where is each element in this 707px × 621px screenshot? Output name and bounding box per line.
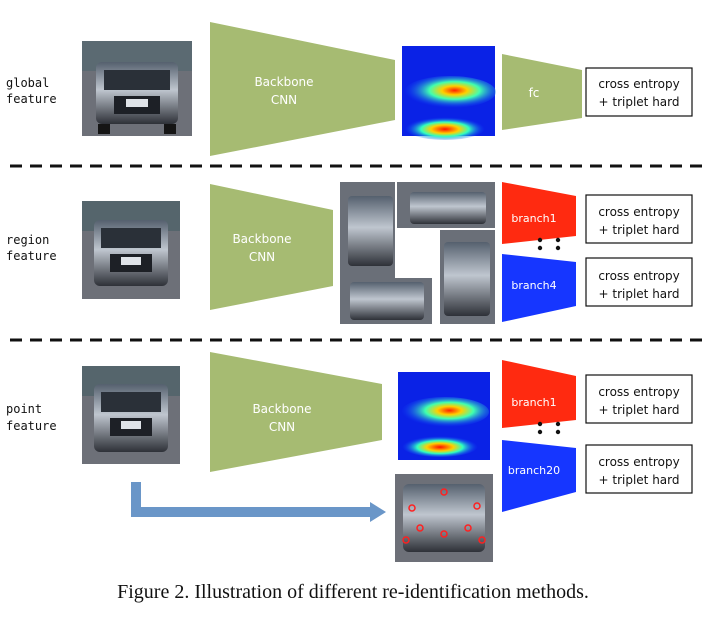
- loss-label-line2: + triplet hard: [599, 287, 680, 301]
- backbone-label-line1: Backbone: [254, 75, 313, 89]
- row-label-line2: feature: [6, 92, 57, 106]
- ellipsis-dots: [537, 237, 561, 251]
- feature-heatmap: [402, 46, 496, 140]
- feature-heatmap: [398, 372, 490, 460]
- branch-top-label: branch1: [511, 396, 556, 409]
- row-label-line1: region: [6, 233, 49, 247]
- row-global: global feature Backbone CNN fc cross ent…: [6, 22, 693, 156]
- backbone-label-line2: CNN: [249, 250, 275, 264]
- region-crops: [340, 182, 495, 324]
- backbone-cnn-block: [210, 184, 333, 310]
- branch-bottom-label: branch20: [508, 464, 560, 477]
- branch-bottom-block: [502, 440, 576, 512]
- branch-top-block: [502, 360, 576, 428]
- figure-caption: Figure 2. Illustration of different re-i…: [117, 581, 589, 603]
- branch-top-block: [502, 182, 576, 244]
- loss-box: [585, 67, 693, 117]
- branch-bottom-block: [502, 254, 576, 322]
- input-vehicle-image: [82, 41, 192, 136]
- row-point: point feature Backbone CNN: [6, 352, 693, 562]
- fc-label: fc: [529, 86, 540, 100]
- row-label-line1: point: [6, 402, 42, 416]
- loss-label-line1: cross entropy: [598, 77, 679, 91]
- branch-bottom-label: branch4: [511, 279, 556, 292]
- ellipsis-dots: [537, 421, 561, 435]
- loss-box: [585, 194, 693, 244]
- row-label-line2: feature: [6, 419, 57, 433]
- loss-label-line1: cross entropy: [598, 269, 679, 283]
- loss-box: [585, 374, 693, 424]
- fc-layer-block: [502, 54, 582, 130]
- skip-arrow-head: [370, 502, 386, 522]
- loss-box: [585, 257, 693, 307]
- loss-label-line1: cross entropy: [598, 205, 679, 219]
- row-label-line1: global: [6, 76, 49, 90]
- backbone-cnn-block: [210, 352, 382, 472]
- branch-top-label: branch1: [511, 212, 556, 225]
- input-vehicle-image: [82, 201, 180, 299]
- loss-box: [585, 444, 693, 494]
- backbone-label-line1: Backbone: [252, 402, 311, 416]
- backbone-label-line2: CNN: [271, 93, 297, 107]
- skip-arrow: [131, 482, 372, 517]
- backbone-label-line2: CNN: [269, 420, 295, 434]
- loss-label-line2: + triplet hard: [599, 95, 680, 109]
- loss-label-line1: cross entropy: [598, 385, 679, 399]
- row-label-line2: feature: [6, 249, 57, 263]
- backbone-cnn-block: [210, 22, 395, 156]
- keypoint-vehicle-image: [395, 474, 493, 562]
- loss-label-line1: cross entropy: [598, 455, 679, 469]
- row-region: region feature Backbone CNN branch1: [6, 182, 693, 324]
- loss-label-line2: + triplet hard: [599, 403, 680, 417]
- backbone-label-line1: Backbone: [232, 232, 291, 246]
- loss-label-line2: + triplet hard: [599, 473, 680, 487]
- loss-label-line2: + triplet hard: [599, 223, 680, 237]
- input-vehicle-image: [82, 366, 180, 464]
